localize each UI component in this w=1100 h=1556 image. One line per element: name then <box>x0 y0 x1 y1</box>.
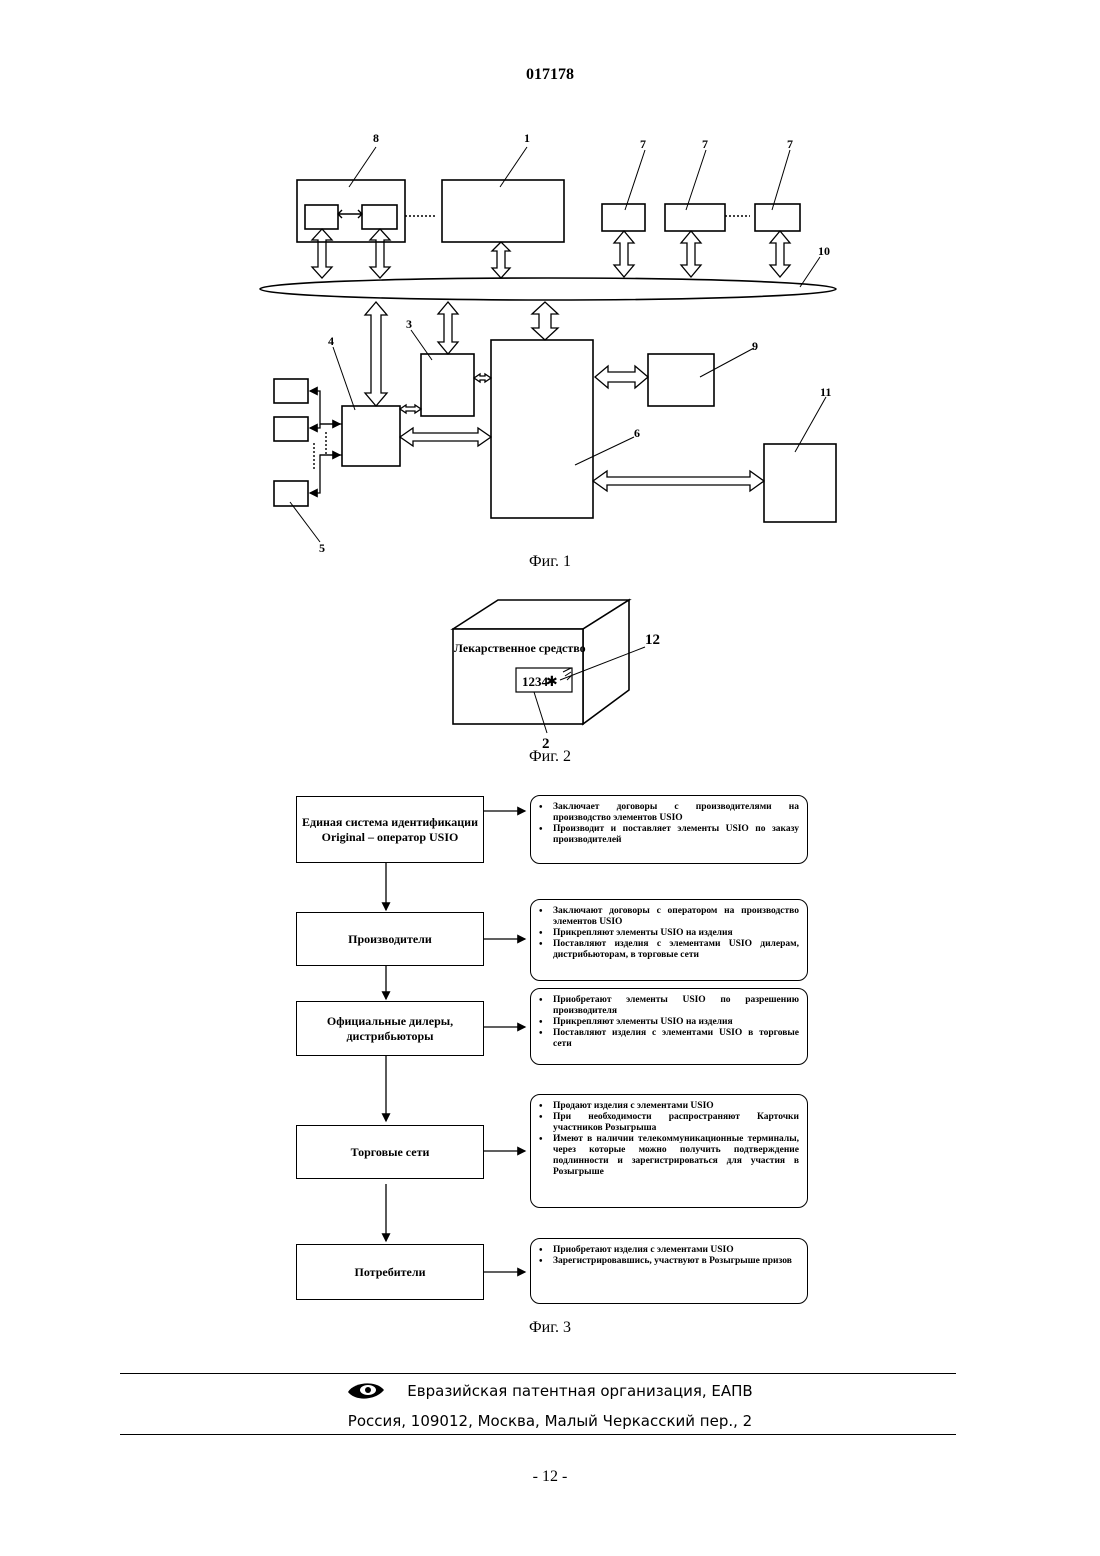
figure-2-package: ✱ Лекарственное средство 1234 12 2 <box>0 590 1100 750</box>
dbl-arrow-v3 <box>492 242 510 278</box>
dbl-arrow-v2 <box>370 229 390 278</box>
dbl-arrow-h5 <box>400 405 421 413</box>
label-7a: 7 <box>640 137 646 151</box>
note-item: При необходимости распространяют Карточк… <box>553 1112 799 1134</box>
block-6 <box>491 340 593 518</box>
block-4 <box>342 406 400 466</box>
dbl-arrow-h3 <box>593 471 764 491</box>
footer-address: Россия, 109012, Москва, Малый Черкасский… <box>0 1412 1100 1430</box>
footer-bottom-rule <box>120 1434 956 1435</box>
figure-1-caption: Фиг. 1 <box>450 553 650 571</box>
block-7b <box>665 204 725 231</box>
note-item: Поставляют изделия с элементами USIO в т… <box>553 1028 799 1050</box>
flow-notes-dealers: Приобретают элементы USIO по разрешению … <box>530 988 808 1065</box>
note-item: Имеют в наличии телекоммуникационные тер… <box>553 1134 799 1178</box>
note-item: Заключают договоры с оператором на произ… <box>553 906 799 928</box>
footer-top-rule <box>120 1373 956 1374</box>
flow-box-consumers: Потребители <box>296 1244 484 1300</box>
block-5c <box>274 481 308 506</box>
note-item: Прикрепляют элементы USIO на изделия <box>553 928 799 939</box>
flow-notes-manufacturers: Заключают договоры с оператором на произ… <box>530 899 808 981</box>
flow-notes-retail: Продают изделия с элементами USIO При не… <box>530 1094 808 1208</box>
block-11 <box>764 444 836 522</box>
block-1 <box>442 180 564 242</box>
note-item: Производит и поставляет элементы USIO по… <box>553 824 799 846</box>
note-item: Поставляют изделия с элементами USIO дил… <box>553 939 799 961</box>
dbl-arrow-h2 <box>400 428 491 446</box>
flow-box-manufacturers: Производители <box>296 912 484 966</box>
label-6: 6 <box>634 426 640 440</box>
flow-box-operator: Единая система идентификации Original – … <box>296 796 484 863</box>
note-item: Приобретают изделия с элементами USIO <box>553 1245 799 1256</box>
label-11: 11 <box>820 385 831 399</box>
page-number: - 12 - <box>0 1468 1100 1486</box>
flow-box-dealers: Официальные дилеры, дистрибьюторы <box>296 1001 484 1056</box>
dbl-arrow-h4 <box>474 374 491 382</box>
label-4: 4 <box>328 334 334 348</box>
block-7a <box>602 204 645 231</box>
block-3 <box>421 354 474 416</box>
block-7c <box>755 204 800 231</box>
note-item: Зарегистрировавшись, участвуют в Розыгры… <box>553 1256 799 1267</box>
dbl-arrow-v1 <box>312 229 332 278</box>
block-8-sub-a <box>305 205 338 229</box>
note-item: Продают изделия с элементами USIO <box>553 1101 799 1112</box>
label-5: 5 <box>319 541 325 555</box>
dbl-arrow-v6 <box>770 231 790 277</box>
label-12: 12 <box>645 632 660 648</box>
dbl-arrow-v7 <box>365 302 387 406</box>
figure-1-block-diagram: 8 1 7 7 7 10 3 4 9 11 6 5 <box>0 0 1100 560</box>
block-8 <box>297 180 405 242</box>
dbl-arrow-v4 <box>614 231 634 277</box>
dbl-arrow-v5 <box>681 231 701 277</box>
bus-10 <box>260 278 836 300</box>
note-item: Прикрепляют элементы USIO на изделия <box>553 1017 799 1028</box>
package-text: Лекарственное средство <box>454 641 586 655</box>
label-1: 1 <box>524 131 530 145</box>
flow-notes-consumers: Приобретают изделия с элементами USIO За… <box>530 1238 808 1304</box>
block-5a <box>274 379 308 403</box>
flow-box-retail: Торговые сети <box>296 1125 484 1179</box>
label-7b: 7 <box>702 137 708 151</box>
code-text: 1234 <box>522 674 549 689</box>
label-9: 9 <box>752 339 758 353</box>
label-8: 8 <box>373 131 379 145</box>
label-10: 10 <box>818 244 830 258</box>
flow-notes-operator: Заключает договоры с производителями на … <box>530 795 808 864</box>
label-3: 3 <box>406 317 412 331</box>
dbl-arrow-h1 <box>595 366 648 388</box>
figure-2-caption: Фиг. 2 <box>450 748 650 766</box>
dbl-arrow-v8 <box>438 302 458 354</box>
dbl-arrow-v9 <box>532 302 558 340</box>
block-5b <box>274 417 308 441</box>
block-9 <box>648 354 714 406</box>
figure-3-caption: Фиг. 3 <box>450 1319 650 1337</box>
note-item: Заключает договоры с производителями на … <box>553 802 799 824</box>
block-8-sub-b <box>362 205 397 229</box>
label-7c: 7 <box>787 137 793 151</box>
footer-org-name: Евразийская патентная организация, ЕАПВ <box>0 1382 1100 1400</box>
note-item: Приобретают элементы USIO по разрешению … <box>553 995 799 1017</box>
